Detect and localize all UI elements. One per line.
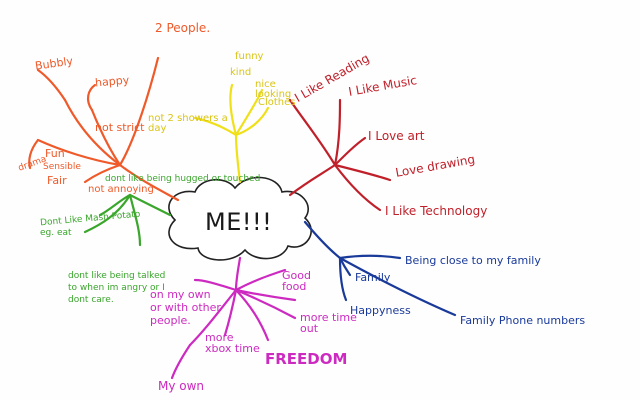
- blue-label-family-phone: Family Phone numbers: [460, 314, 586, 327]
- red-label-i-like-technology: I Like Technology: [385, 204, 488, 218]
- yellow-label-nice-looking: nice looking: [255, 79, 292, 100]
- yellow-label-not-2-showers: not 2 showers a day: [148, 113, 228, 134]
- yellow-label-funny: funny: [235, 51, 264, 62]
- green-label-eat: eg. eat: [40, 228, 72, 238]
- orange-label-not-strict: not strict: [95, 121, 145, 134]
- center-label: ME!!!: [205, 208, 273, 236]
- yellow-branch-lines: [193, 83, 270, 184]
- blue-label-happyness: Happyness: [350, 304, 411, 317]
- center-cloud: [168, 176, 312, 261]
- magenta-branch-lines: [170, 256, 297, 380]
- magenta-label-more-xbox-time: more xbox time: [205, 331, 260, 355]
- magenta-label-more-time-out: more time out: [300, 311, 357, 335]
- orange-label-happy: happy: [94, 73, 130, 90]
- orange-label-not-annoying: not annoying: [88, 184, 154, 195]
- blue-label-family: Family: [355, 271, 391, 284]
- orange-label-fair: Fair: [47, 174, 67, 187]
- magenta-label-good-food: Good food: [282, 269, 311, 293]
- yellow-label-clothes: Clothes: [258, 97, 296, 108]
- orange-label-sensible: Sensible: [43, 162, 81, 172]
- green-branch-lines: [83, 193, 172, 247]
- red-branch-lines: [288, 98, 392, 212]
- orange-label-fun: Fun: [45, 147, 65, 160]
- magenta-label-talked-to: dont like being talked to when im angry …: [68, 271, 166, 306]
- magenta-label-on-my-own: on my own or with other people.: [150, 288, 221, 328]
- yellow-label-kind: kind: [230, 67, 252, 78]
- orange-label-2-people: 2 People.: [155, 21, 211, 35]
- orange-branch-lines: [28, 56, 180, 202]
- magenta-label-my-own: My own: [158, 379, 205, 393]
- green-label-hugged: dont like being hugged or touched: [105, 174, 261, 184]
- blue-branch-lines: [303, 220, 457, 317]
- magenta-label-freedom: FREEDOM: [265, 350, 348, 368]
- red-label-i-love-art: I Love art: [368, 129, 425, 143]
- blue-label-close-to-family: Being close to my family: [405, 254, 541, 267]
